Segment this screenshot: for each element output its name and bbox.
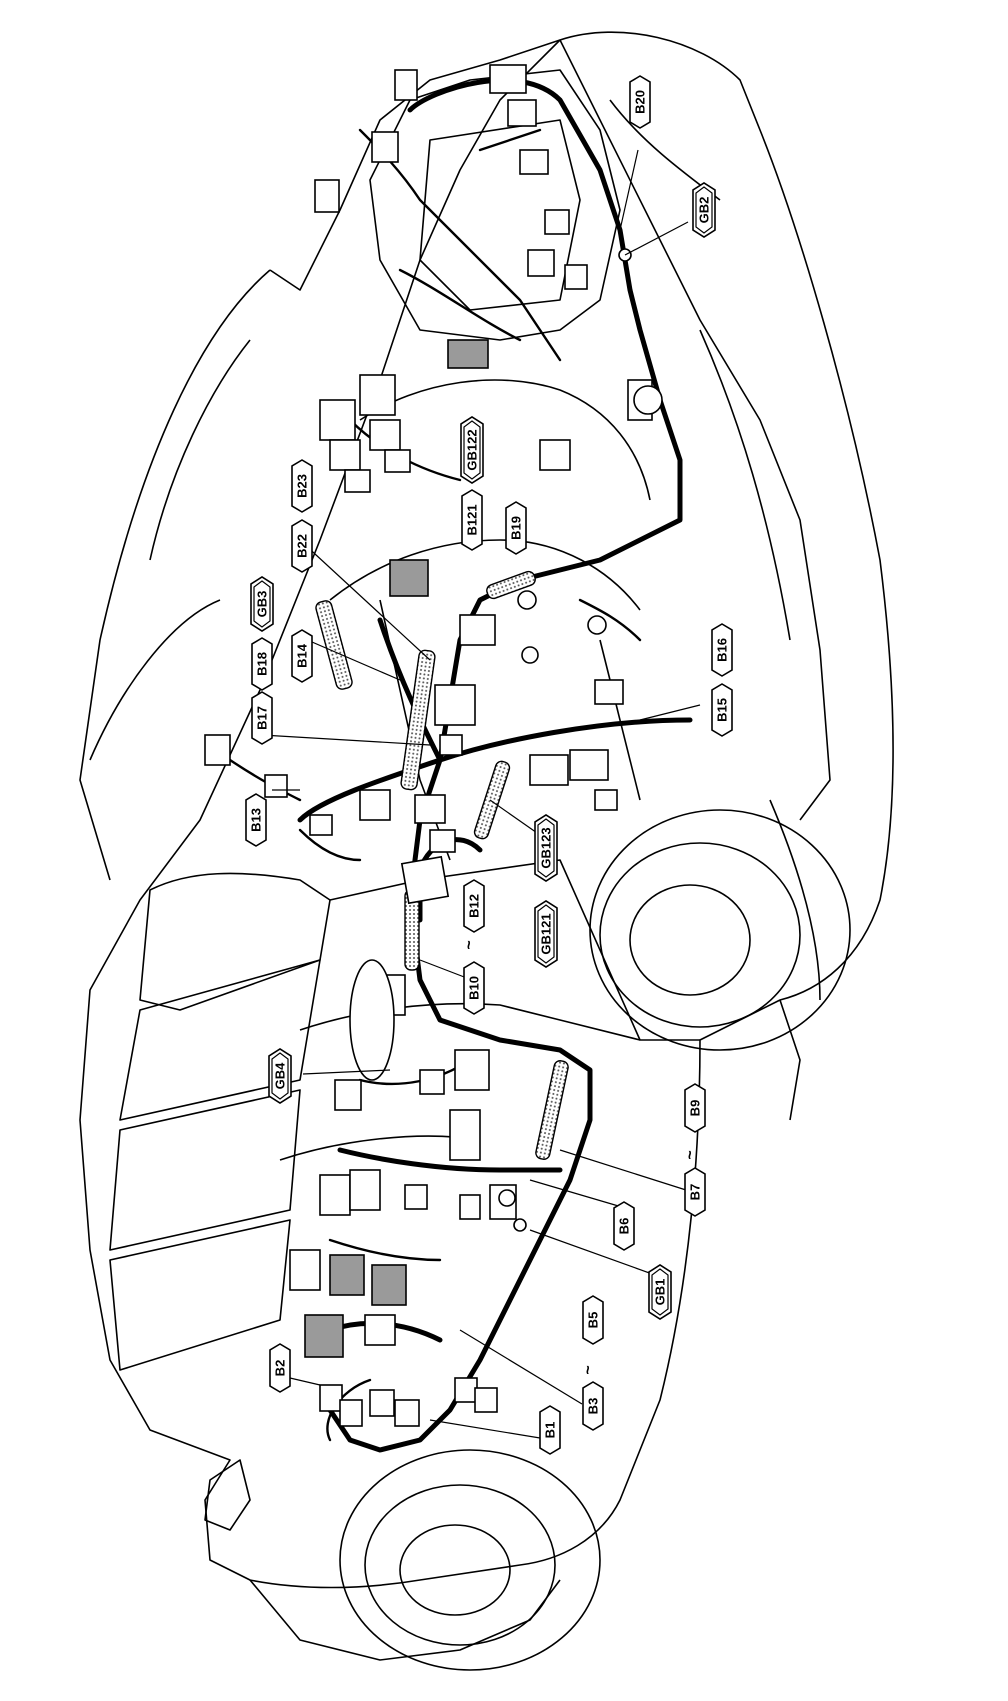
- harness-tape-sections: [315, 570, 569, 1160]
- tilde-b7-b9: ~: [682, 1150, 699, 1159]
- label-b7: B7: [684, 1167, 706, 1217]
- label-gb123: GB123: [534, 814, 558, 882]
- label-b2-text: B2: [273, 1360, 288, 1377]
- tilde-b3-b5: ~: [580, 1365, 597, 1374]
- label-gb122: GB122: [460, 416, 484, 484]
- label-b3: B3: [582, 1381, 604, 1431]
- tilde-b10-b12: ~: [461, 940, 478, 949]
- label-b16: B16: [711, 623, 733, 677]
- label-b9: B9: [684, 1083, 706, 1133]
- label-b5: B5: [582, 1295, 604, 1345]
- label-b3-text: B3: [586, 1398, 601, 1415]
- label-b19: B19: [505, 501, 527, 555]
- label-b18: B18: [251, 637, 273, 691]
- label-b2: B2: [269, 1343, 291, 1393]
- label-b1: B1: [539, 1405, 561, 1455]
- label-gb2-text: GB2: [697, 197, 712, 224]
- label-b14: B14: [291, 629, 313, 683]
- label-b15-text: B15: [715, 698, 730, 722]
- label-gb2: GB2: [692, 182, 716, 238]
- label-b12-text: B12: [467, 894, 482, 918]
- label-gb121-text: GB121: [539, 913, 554, 954]
- label-b19-text: B19: [509, 516, 524, 540]
- label-b17: B17: [251, 691, 273, 745]
- label-b13: B13: [245, 793, 267, 847]
- front-wheel: [339, 1449, 601, 1671]
- label-tags: B1 B2 B3 ~ B5 B6 GB1 B7 ~: [245, 75, 733, 1455]
- car-body-outline: [79, 31, 894, 1661]
- label-gb3-text: GB3: [255, 591, 270, 618]
- connectors: [204, 64, 663, 1427]
- label-b22-text: B22: [295, 534, 310, 558]
- label-b5-text: B5: [586, 1312, 601, 1329]
- label-gb3: GB3: [250, 576, 274, 632]
- rear-wheel: [589, 809, 851, 1051]
- label-gb1: GB1: [648, 1264, 672, 1320]
- label-b6: B6: [613, 1201, 635, 1251]
- label-gb4: GB4: [268, 1048, 292, 1104]
- label-b23-text: B23: [295, 474, 310, 498]
- label-b1-text: B1: [543, 1422, 558, 1439]
- label-b23: B23: [291, 459, 313, 513]
- label-b9-text: B9: [688, 1100, 703, 1117]
- label-gb122-text: GB122: [465, 429, 480, 470]
- label-gb123-text: GB123: [539, 827, 554, 868]
- leader-lines: [261, 149, 701, 1439]
- branch-wires: [228, 128, 642, 1442]
- label-b16-text: B16: [715, 638, 730, 662]
- label-b10: B10: [463, 961, 485, 1015]
- label-b6-text: B6: [617, 1218, 632, 1235]
- label-b12: B12: [463, 879, 485, 933]
- label-gb1-text: GB1: [653, 1279, 668, 1306]
- label-gb121: GB121: [534, 900, 558, 968]
- label-b13-text: B13: [249, 808, 264, 832]
- label-b7-text: B7: [688, 1184, 703, 1201]
- label-b20: B20: [629, 75, 651, 129]
- label-gb4-text: GB4: [273, 1062, 288, 1090]
- label-b18-text: B18: [255, 652, 270, 676]
- label-b10-text: B10: [467, 976, 482, 1000]
- label-b15: B15: [711, 683, 733, 737]
- label-b22: B22: [291, 519, 313, 573]
- label-b17-text: B17: [255, 706, 270, 730]
- label-b14-text: B14: [295, 643, 310, 668]
- label-b121: B121: [461, 489, 483, 551]
- label-b20-text: B20: [633, 90, 648, 114]
- label-b121-text: B121: [465, 504, 480, 535]
